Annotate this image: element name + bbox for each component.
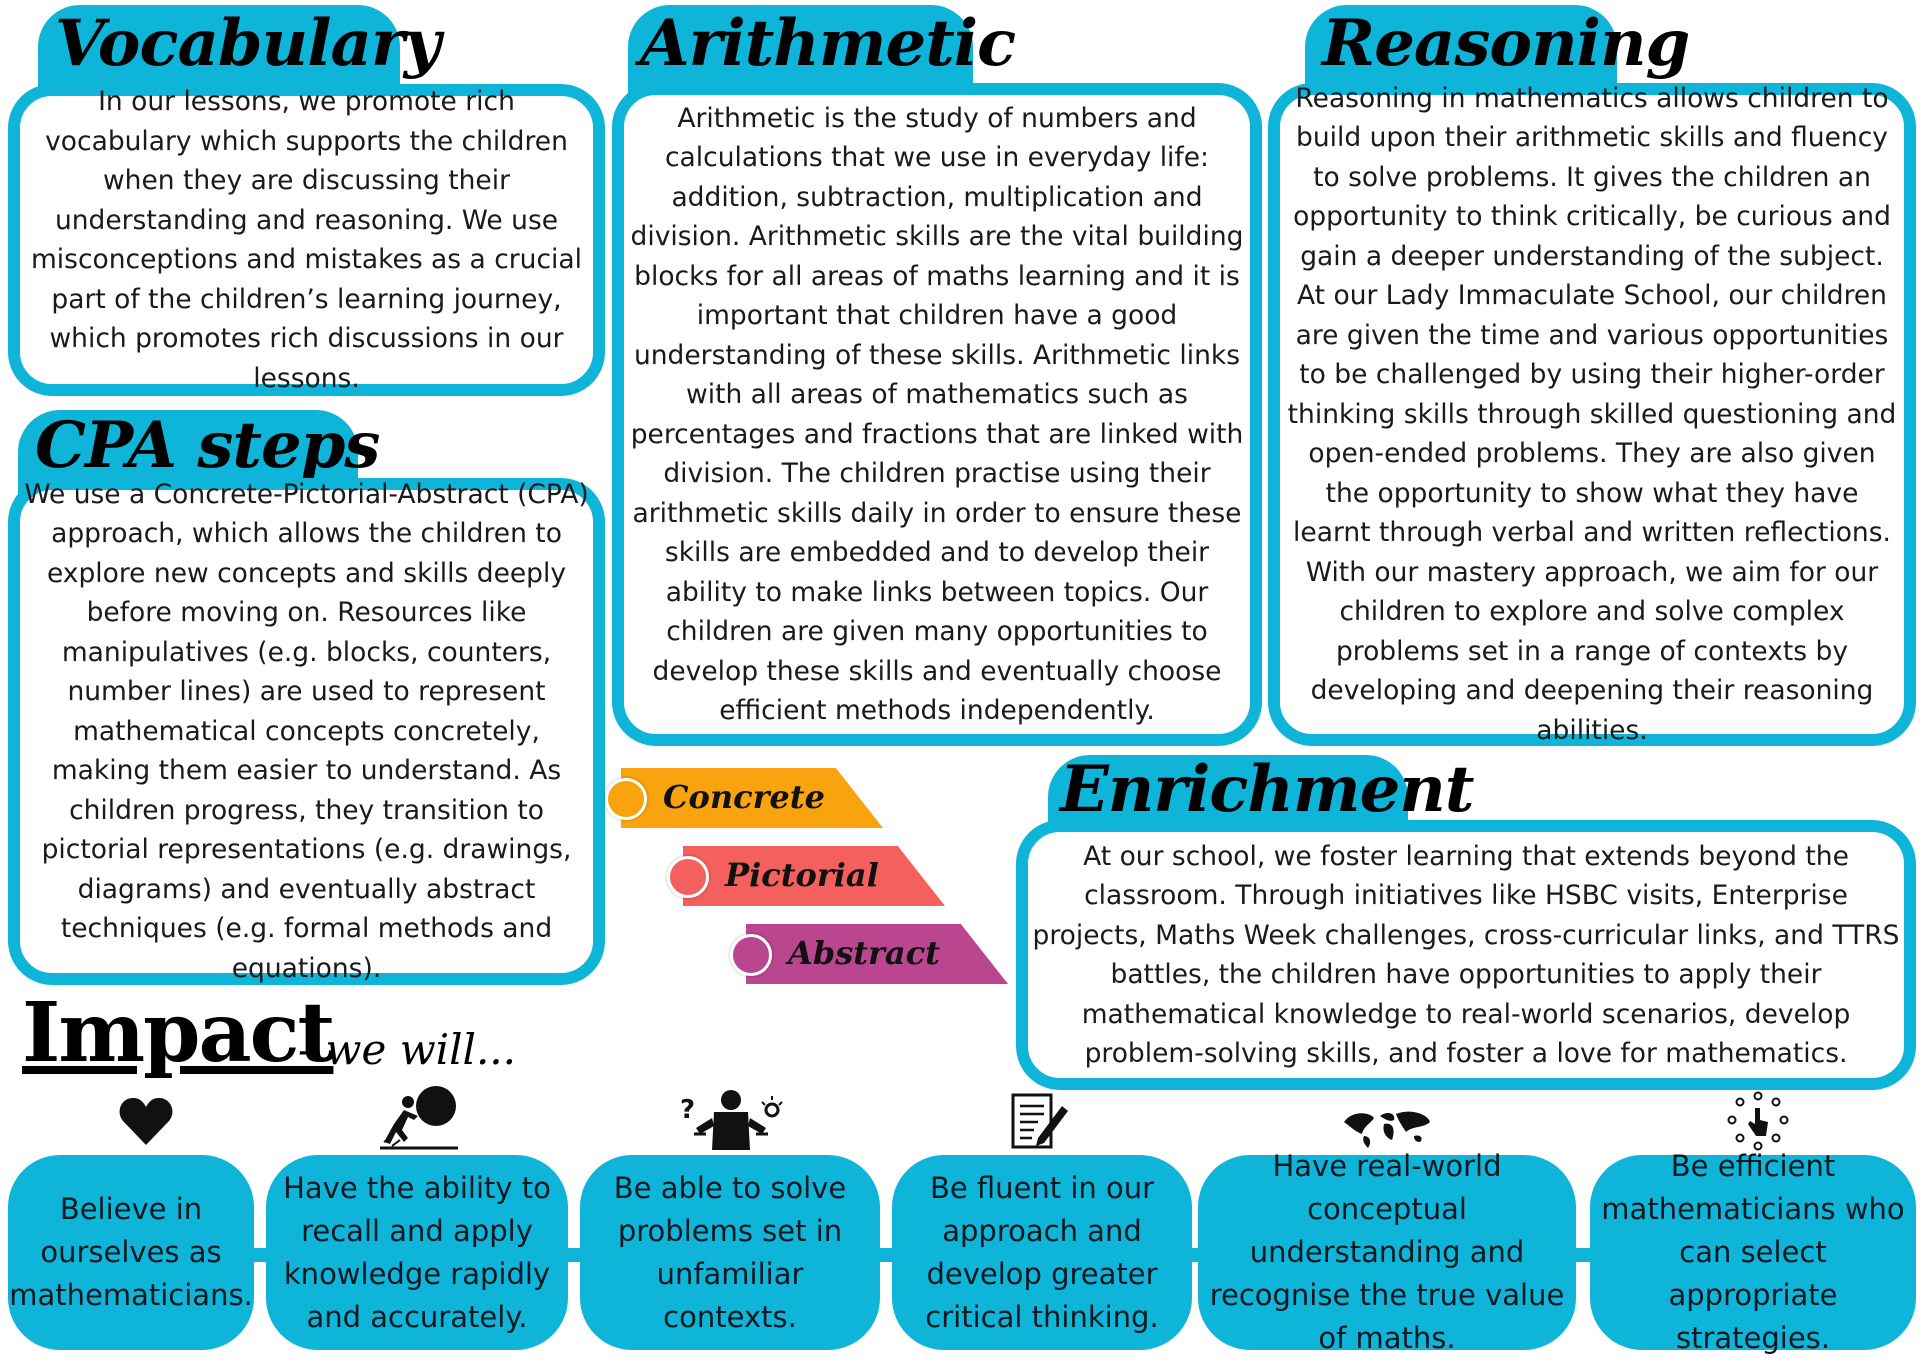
arithmetic-box: Arithmetic is the study of numbers and c… — [612, 83, 1262, 746]
vocabulary-title: Vocabulary — [55, 6, 441, 81]
impact-item-text: Be efficient mathematicians who can sele… — [1601, 1149, 1905, 1355]
impact-item-fluent: Be fluent in our approach and develop gr… — [892, 1155, 1192, 1350]
impact-item-solve: Be able to solve problems set in unfamil… — [580, 1155, 880, 1350]
impact-item-text: Believe in ourselves as mathematicians. — [9, 1192, 253, 1312]
abstract-ribbon — [746, 924, 1008, 984]
reasoning-box: Reasoning in mathematics allows children… — [1268, 83, 1916, 746]
problem-solving-person-icon: ? — [680, 1090, 783, 1150]
cpa-box: We use a Concrete-Pictorial-Abstract (CP… — [8, 478, 605, 985]
enrichment-title: Enrichment — [1060, 752, 1474, 827]
pictorial-ribbon — [683, 846, 945, 906]
cpa-step-abstract: Abstract — [730, 924, 1010, 984]
impact-item-text: Be fluent in our approach and develop gr… — [925, 1170, 1159, 1334]
heart-icon — [119, 1097, 173, 1145]
abstract-dot — [730, 934, 772, 976]
cpa-step-concrete: Concrete — [605, 768, 885, 828]
vocabulary-tab — [38, 5, 400, 95]
arithmetic-text: Arithmetic is the study of numbers and c… — [630, 102, 1244, 727]
enrichment-box: At our school, we foster learning that e… — [1016, 820, 1916, 1090]
reasoning-text: Reasoning in mathematics allows children… — [1287, 82, 1897, 746]
pictorial-dot — [667, 856, 709, 898]
svg-text:?: ? — [680, 1095, 695, 1125]
impact-item-efficient: Be efficient mathematicians who can sele… — [1590, 1149, 1916, 1355]
enrichment-text: At our school, we foster learning that e… — [1032, 840, 1900, 1070]
impact-item-text: Be able to solve problems set in unfamil… — [613, 1170, 847, 1334]
concrete-dot — [605, 778, 647, 820]
world-map-icon — [1344, 1111, 1430, 1148]
impact-item-recall: Have the ability to recall and apply kno… — [266, 1155, 568, 1350]
reasoning-title: Reasoning — [1322, 6, 1690, 81]
vocabulary-text: In our lessons, we promote rich vocabula… — [30, 86, 582, 394]
concrete-label: Concrete — [663, 778, 825, 816]
concrete-ribbon — [621, 768, 883, 828]
abstract-label: Abstract — [788, 934, 940, 972]
impact-title: Impact — [22, 985, 335, 1081]
arithmetic-tab — [628, 5, 973, 95]
vocabulary-box: In our lessons, we promote rich vocabula… — [8, 84, 605, 396]
impact-item-text: Have real-world conceptual understanding… — [1209, 1149, 1565, 1355]
cpa-title: CPA steps — [35, 408, 380, 483]
pictorial-label: Pictorial — [725, 856, 879, 894]
reasoning-tab — [1305, 5, 1617, 95]
cpa-step-pictorial: Pictorial — [667, 846, 947, 906]
impact-item-real-world: Have real-world conceptual understanding… — [1198, 1149, 1576, 1355]
boulder-push-icon — [380, 1086, 458, 1150]
cpa-text: We use a Concrete-Pictorial-Abstract (CP… — [24, 478, 589, 984]
impact-subtitle: - we will... — [298, 1025, 516, 1074]
document-pen-icon — [1011, 1093, 1068, 1149]
impact-item-text: Have the ability to recall and apply kno… — [283, 1170, 551, 1334]
tap-select-icon — [1727, 1091, 1789, 1151]
arithmetic-title: Arithmetic — [640, 6, 1016, 81]
impact-item-believe: Believe in ourselves as mathematicians. — [8, 1155, 254, 1350]
